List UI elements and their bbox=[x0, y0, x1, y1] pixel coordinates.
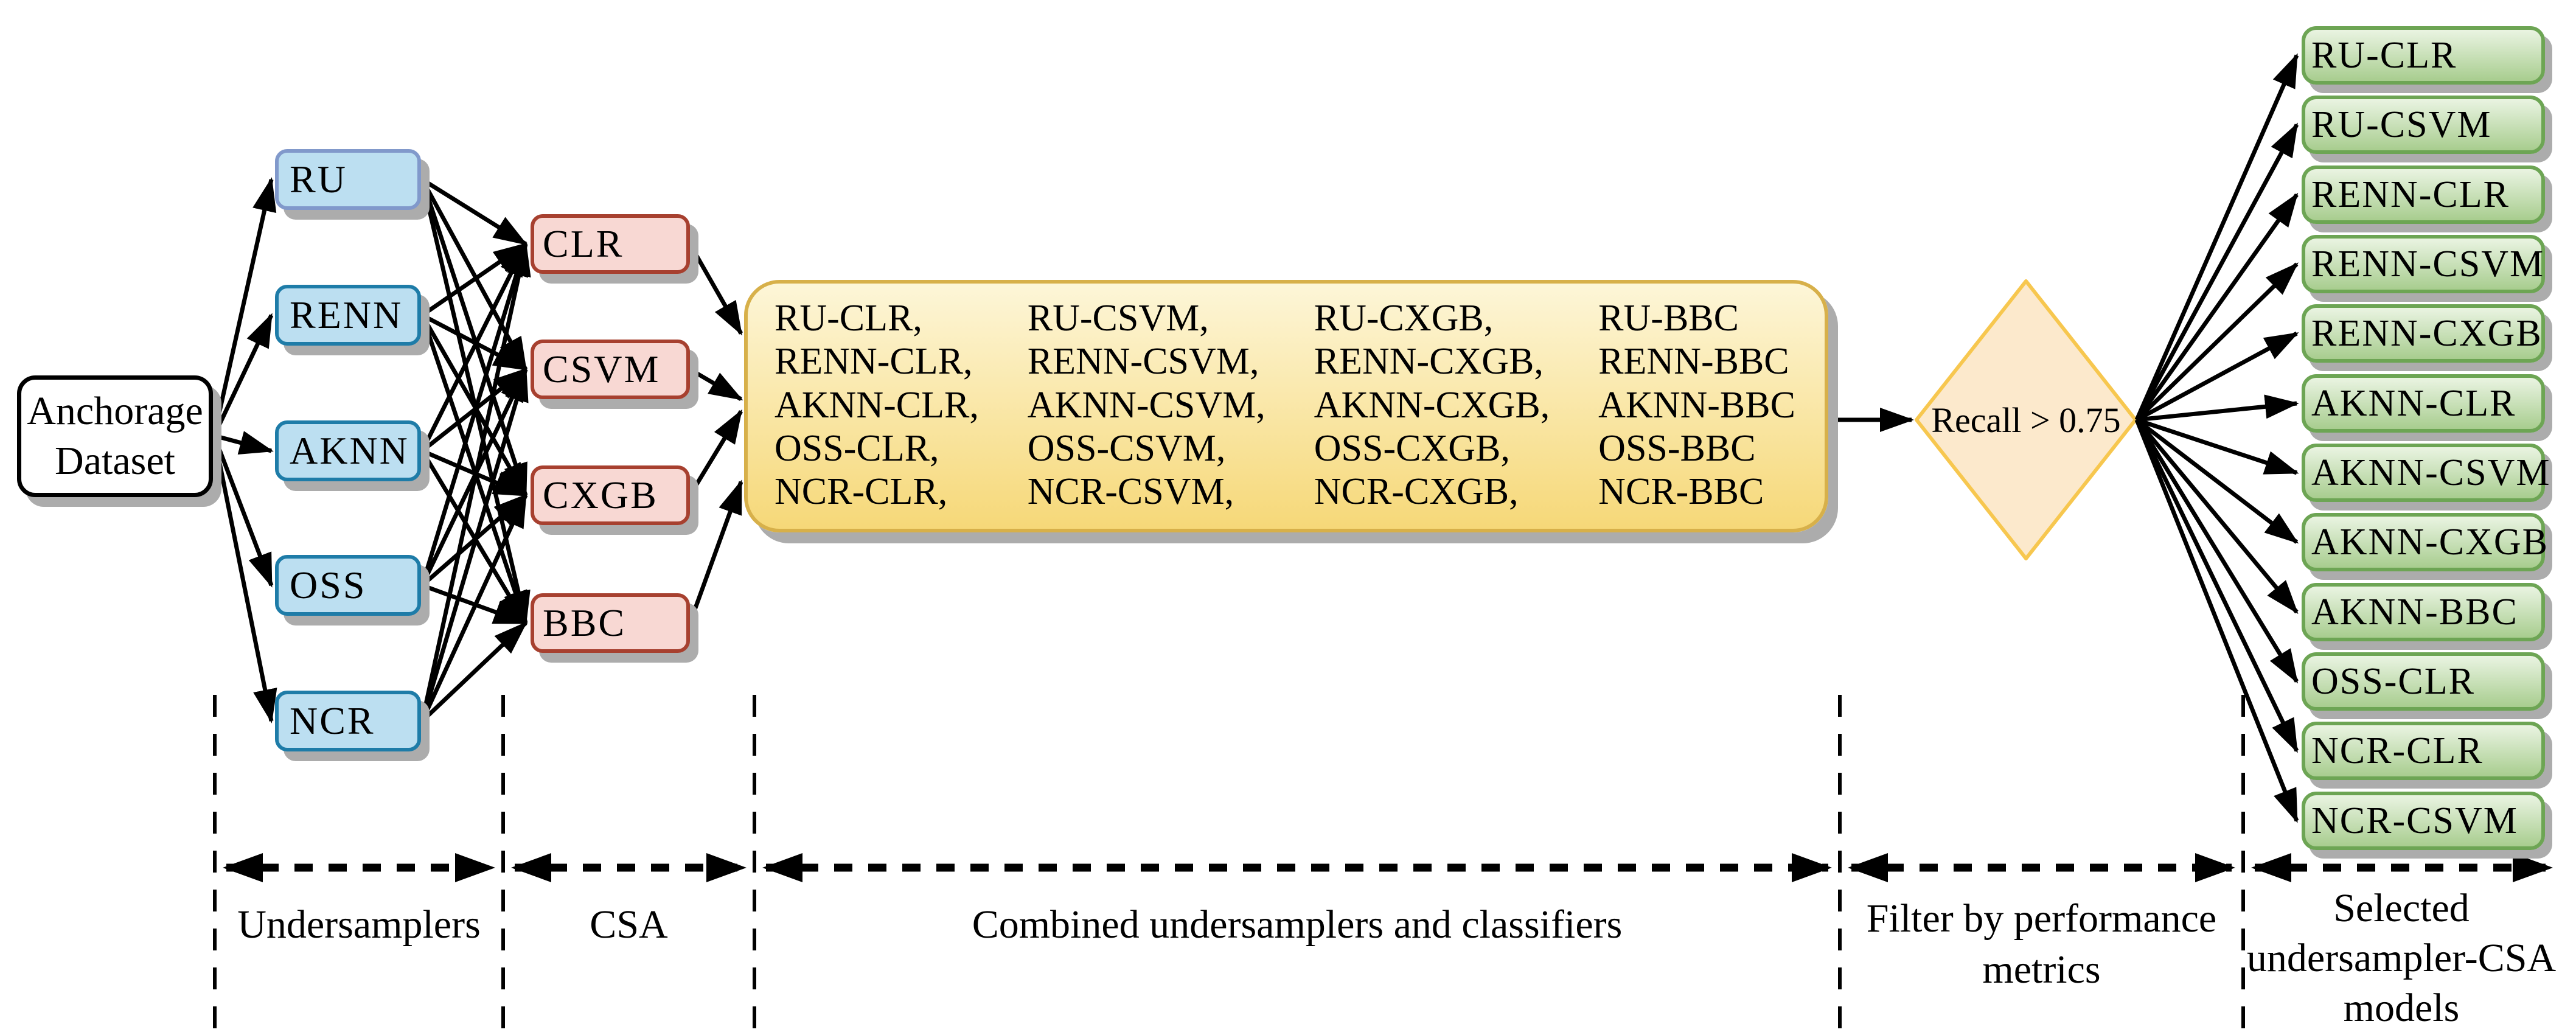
combined-item: OSS-BBC bbox=[1598, 427, 1756, 469]
filter-to-selected-arrows bbox=[2134, 53, 2299, 823]
combined-column-clr: RU-CLR, RENN-CLR, AKNN-CLR, OSS-CLR, NCR… bbox=[775, 299, 979, 511]
combined-item: AKNN-CSVM, bbox=[1027, 384, 1265, 426]
filter-condition-label: Recall > 0.75 bbox=[1931, 400, 2121, 440]
csa-node-bbc: BBC bbox=[531, 593, 690, 653]
combined-item: AKNN-BBC bbox=[1598, 384, 1795, 426]
filter-diamond bbox=[1915, 279, 2137, 560]
stage-label-combined: Combined undersamplers and classifiers bbox=[972, 902, 1623, 947]
csa-node-cxgb: CXGB bbox=[531, 465, 690, 525]
selected-model-renn-clr: RENN-CLR bbox=[2302, 166, 2545, 224]
selected-model-renn-csvm: RENN-CSVM bbox=[2302, 235, 2545, 293]
selected-model-ncr-csvm: NCR-CSVM bbox=[2302, 792, 2545, 850]
combined-item: AKNN-CLR, bbox=[775, 384, 979, 426]
stage-label-undersamplers: Undersamplers bbox=[237, 902, 481, 947]
combined-item: NCR-CXGB, bbox=[1314, 471, 1519, 512]
selected-model-aknn-cxgb: AKNN-CXGB bbox=[2302, 513, 2547, 571]
csa-node-csvm: CSVM bbox=[531, 340, 690, 399]
csa-node-clr: CLR bbox=[531, 214, 690, 274]
undersampler-to-csa-arrows bbox=[420, 178, 531, 723]
combined-item: RU-CLR, bbox=[775, 298, 922, 339]
stage-label-selected: Selected undersampler-CSA models bbox=[2246, 886, 2557, 1030]
combined-item: RENN-CLR, bbox=[775, 341, 973, 383]
combined-item: RU-CSVM, bbox=[1027, 298, 1209, 339]
stage-label-csa: CSA bbox=[590, 902, 668, 947]
combined-item: NCR-BBC bbox=[1598, 471, 1764, 512]
combined-item: RENN-CXGB, bbox=[1314, 341, 1544, 383]
combined-models-node: RU-CLR, RENN-CLR, AKNN-CLR, OSS-CLR, NCR… bbox=[744, 280, 1828, 532]
undersampler-node-renn: RENN bbox=[275, 285, 421, 346]
combined-item: RENN-BBC bbox=[1598, 341, 1789, 383]
combined-item: OSS-CLR, bbox=[775, 427, 939, 469]
undersampler-node-ncr: NCR bbox=[275, 691, 421, 751]
combined-item: NCR-CLR, bbox=[775, 471, 948, 512]
selected-model-ru-csvm: RU-CSVM bbox=[2302, 96, 2545, 154]
combined-column-csvm: RU-CSVM, RENN-CSVM, AKNN-CSVM, OSS-CSVM,… bbox=[1028, 299, 1265, 511]
combined-item: OSS-CSVM, bbox=[1027, 427, 1226, 469]
combined-item: RU-BBC bbox=[1598, 298, 1739, 339]
undersampler-node-aknn: AKNN bbox=[275, 420, 421, 481]
selected-model-aknn-clr: AKNN-CLR bbox=[2302, 374, 2545, 433]
csa-to-combined-arrows bbox=[688, 243, 743, 624]
combined-item: OSS-CXGB, bbox=[1314, 427, 1510, 469]
selected-model-renn-cxgb: RENN-CXGB bbox=[2302, 304, 2545, 363]
combined-item: AKNN-CXGB, bbox=[1314, 384, 1550, 426]
combined-item: RENN-CSVM, bbox=[1027, 341, 1259, 383]
combined-column-cxgb: RU-CXGB, RENN-CXGB, AKNN-CXGB, OSS-CXGB,… bbox=[1314, 299, 1550, 511]
selected-model-ncr-clr: NCR-CLR bbox=[2302, 722, 2545, 780]
combined-item: NCR-CSVM, bbox=[1027, 471, 1234, 512]
dataset-to-undersampler-arrows bbox=[212, 177, 277, 723]
selected-model-aknn-bbc: AKNN-BBC bbox=[2302, 583, 2545, 641]
dataset-node: Anchorage Dataset bbox=[17, 375, 213, 497]
selected-model-oss-clr: OSS-CLR bbox=[2302, 652, 2545, 711]
selected-model-aknn-csvm: AKNN-CSVM bbox=[2302, 444, 2549, 502]
stage-divider-lines bbox=[213, 695, 2245, 1030]
stage-label-filter: Filter by performance metrics bbox=[1866, 896, 2217, 992]
selected-model-ru-clr: RU-CLR bbox=[2302, 26, 2545, 85]
undersampler-node-ru: RU bbox=[275, 149, 421, 210]
undersampler-node-oss: OSS bbox=[275, 555, 421, 616]
combined-item: RU-CXGB, bbox=[1314, 298, 1494, 339]
combined-column-bbc: RU-BBC RENN-BBC AKNN-BBC OSS-BBC NCR-BBC bbox=[1598, 299, 1795, 511]
